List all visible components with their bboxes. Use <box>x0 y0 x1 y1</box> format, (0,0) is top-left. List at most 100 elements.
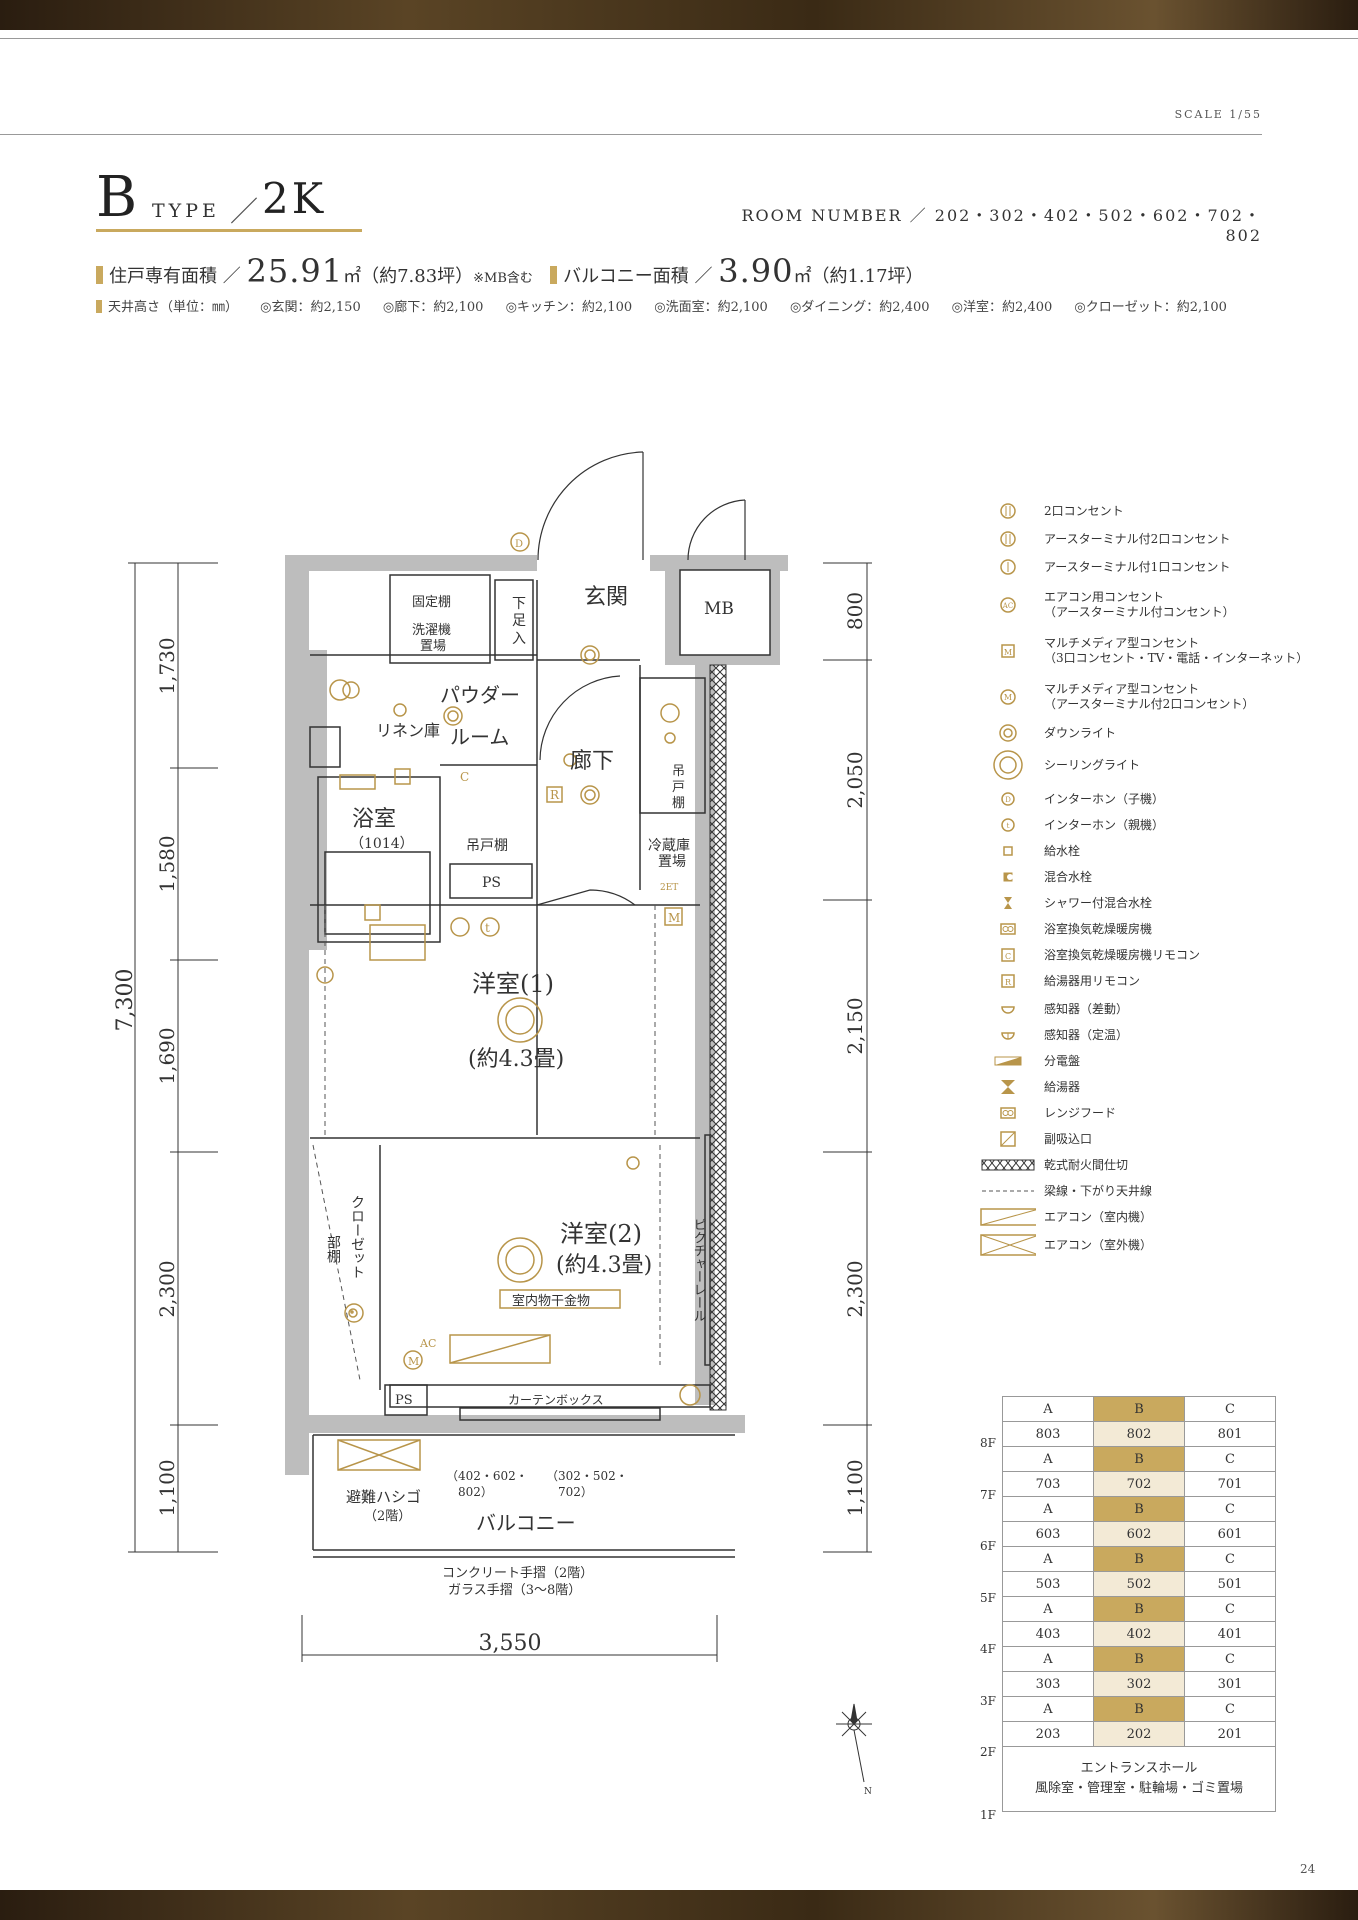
legend-text: 2口コンセント <box>1044 503 1124 518</box>
svg-text:t: t <box>1007 822 1010 830</box>
outlet-2-earth-icon <box>980 528 1036 550</box>
floor-col-header: A <box>1002 1446 1094 1472</box>
dimension-lines <box>128 562 872 1662</box>
beam-line-icon <box>980 1180 1036 1202</box>
legend-text: エアコン（室外機） <box>1044 1237 1153 1252</box>
ceiling-height-row: 天井高さ（単位：㎜） ◎玄関：約2,150 ◎廊下：約2,100 ◎キッチン：約… <box>96 296 1227 315</box>
unit-number-cell: 702 <box>1093 1471 1185 1497</box>
ground-floor-line2: 風除室・管理室・駐輪場・ゴミ置場 <box>1034 1781 1243 1796</box>
legend-text: 給湯器 <box>1044 1079 1081 1094</box>
air-intake-icon <box>980 1128 1036 1150</box>
ground-floor-line1: エントランスホール <box>1080 1761 1198 1776</box>
scale-label: SCALE 1/55 <box>1174 108 1262 121</box>
bathroom-label: 浴室 <box>352 807 396 832</box>
balcony-label: バルコニー <box>476 1511 576 1535</box>
outdoor-unit-label-1b: 802） <box>458 1485 493 1499</box>
top-rule <box>0 38 1358 39</box>
unit-number-cell: 801 <box>1184 1421 1276 1447</box>
gold-marker <box>96 266 103 284</box>
hanging-shelf-label: 吊戸棚 <box>466 838 508 854</box>
legend-text: エアコン（室内機） <box>1044 1209 1153 1224</box>
floor-col-header: C <box>1184 1496 1276 1522</box>
intercom-d <box>510 532 530 552</box>
ceiling-item: ◎洋室：約2,400 <box>951 300 1053 315</box>
unit-number-cell: 701 <box>1184 1471 1276 1497</box>
shoebox-label-3: 入 <box>512 631 526 647</box>
dim-bottom: 3,550 <box>479 1631 542 1656</box>
ceiling-item: ◎クローゼット：約2,100 <box>1074 300 1227 315</box>
mb-box <box>679 569 771 656</box>
unit-number-cell: 202 <box>1093 1721 1185 1747</box>
legend-row: 乾式耐火間仕切 <box>980 1154 1128 1176</box>
evacuation-ladder: 避難ハシゴ <box>346 1488 421 1506</box>
fire-partition-icon <box>980 1154 1036 1176</box>
genkan-label: 玄関 <box>584 585 628 610</box>
unit-number-cell: 401 <box>1184 1621 1276 1647</box>
legend-text: 副吸込口 <box>1044 1131 1093 1146</box>
ps-label: PS <box>482 875 501 891</box>
dim-left-total: 7,300 <box>113 969 138 1032</box>
unit-number-cell: 603 <box>1002 1521 1094 1547</box>
legend-text: エアコン用コンセント（アースターミナル付コンセント） <box>1044 590 1235 619</box>
legend-row: M マルチメディア型コンセント（アースターミナル付2口コンセント） <box>980 680 1254 714</box>
dim-left-3: 1,690 <box>155 1027 179 1084</box>
shelf-label: 部棚 <box>325 1235 341 1263</box>
unit-number-cell: 301 <box>1184 1671 1276 1697</box>
floor-label: 6F <box>980 1539 996 1553</box>
legend-row: 混合水栓 <box>980 866 1092 888</box>
ground-floor-row: エントランスホール風除室・管理室・駐輪場・ゴミ置場 <box>1002 1746 1276 1812</box>
bath-dryer-icon <box>980 918 1036 940</box>
dim-left-4: 2,300 <box>155 1260 179 1317</box>
outdoor-unit-label-1: （402・602・ <box>446 1469 528 1483</box>
water-faucet-icon <box>980 840 1036 862</box>
powder-room-label-2: ルーム <box>450 725 509 749</box>
floor-col-header: A <box>1002 1696 1094 1722</box>
dim-right-3: 2,150 <box>843 997 867 1054</box>
evacuation-ladder-floor: （2階） <box>364 1509 411 1524</box>
floor-col-header: B <box>1093 1646 1185 1672</box>
legend-row: R 給湯器用リモコン <box>980 970 1140 992</box>
sensor-fixed-icon <box>980 1024 1036 1046</box>
legend-row: D インターホン（子機） <box>980 788 1164 810</box>
intercom-t-mark: t <box>485 921 490 935</box>
unit-number-cell: 501 <box>1184 1571 1276 1597</box>
dim-right-4: 2,300 <box>843 1260 867 1317</box>
ceiling-label: 天井高さ（単位：㎜） <box>108 300 239 315</box>
ceiling-item: ◎玄関：約2,150 <box>260 300 361 315</box>
private-area-note: ※MB含む <box>473 271 533 286</box>
unit-number-cell: 601 <box>1184 1521 1276 1547</box>
hallway-label: 廊下 <box>570 749 614 774</box>
unit-number-cell: 503 <box>1002 1571 1094 1597</box>
ceiling-item: ◎廊下：約2,100 <box>382 300 484 315</box>
legend-text: 乾式耐火間仕切 <box>1044 1157 1129 1172</box>
curtain-box-label: カーテンボックス <box>508 1393 604 1407</box>
floor-label: 2F <box>980 1745 996 1759</box>
western-room-2: 洋室(2) <box>560 1220 642 1248</box>
legend-row: ダウンライト <box>980 722 1116 744</box>
water-heater-icon <box>980 1076 1036 1098</box>
ceiling-light-icon <box>980 750 1036 780</box>
floor-col-header: C <box>1184 1446 1276 1472</box>
unit-number-cell: 502 <box>1093 1571 1185 1597</box>
legend-text: 感知器（差動） <box>1044 1001 1129 1016</box>
legend-row: シーリングライト <box>980 750 1140 780</box>
legend-row: 感知器（定温） <box>980 1024 1128 1046</box>
legend-text: 分電盤 <box>1044 1053 1081 1068</box>
bottom-decorative-band <box>0 1890 1358 1920</box>
legend-row: アースターミナル付2口コンセント <box>980 528 1230 550</box>
floor-col-header: B <box>1093 1696 1185 1722</box>
legend-row: 浴室換気乾燥暖房機 <box>980 918 1152 940</box>
svg-text:D: D <box>1005 796 1011 804</box>
railing-label-1: コンクリート手摺（2階） <box>442 1566 593 1581</box>
fridge-label-2: 置場 <box>658 854 686 870</box>
balcony-area-value: 3.90 <box>718 252 794 290</box>
ps-label-2: PS <box>395 1393 413 1408</box>
legend-text: 感知器（定温） <box>1044 1027 1129 1042</box>
ac-indoor-icon <box>980 1206 1036 1228</box>
svg-text:M: M <box>1004 693 1012 702</box>
